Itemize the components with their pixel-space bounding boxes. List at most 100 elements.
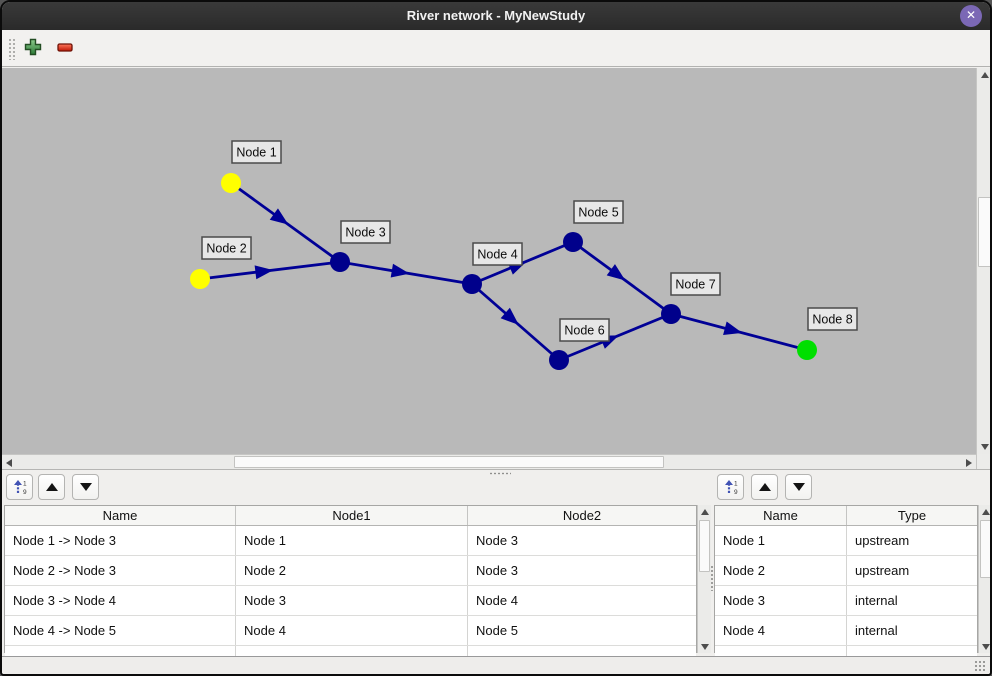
nodes-table-scroll-thumb[interactable] <box>980 520 990 578</box>
svg-text:Node 2: Node 2 <box>206 242 246 256</box>
table-row[interactable]: Node 1 upstream <box>715 526 977 556</box>
window-title: River network - MyNewStudy <box>406 8 586 23</box>
scroll-down-button[interactable] <box>979 640 990 653</box>
svg-text:Node 5: Node 5 <box>578 206 618 220</box>
links-table-vscrollbar[interactable] <box>697 505 711 653</box>
network-node[interactable] <box>190 269 210 289</box>
node-label: Node 2 <box>201 236 252 260</box>
canvas-hscrollbar[interactable] <box>2 454 976 469</box>
edge-arrow-icon <box>723 321 743 336</box>
add-link-button[interactable] <box>23 37 43 57</box>
table-cell[interactable]: Node 3 <box>476 533 518 548</box>
table-cell[interactable]: internal <box>855 623 898 638</box>
network-node[interactable] <box>661 304 681 324</box>
table-cell[interactable]: Node 5 <box>476 623 518 638</box>
window-resize-grip[interactable] <box>974 660 986 672</box>
table-cell[interactable]: internal <box>855 593 898 608</box>
network-node[interactable] <box>797 340 817 360</box>
triangle-down-icon <box>981 444 989 450</box>
scrollbar-corner <box>976 454 990 469</box>
table-cell[interactable]: Node 3 -> Node 4 <box>5 586 236 615</box>
scroll-down-button[interactable] <box>977 440 990 454</box>
column-header[interactable]: Node1 <box>236 506 468 525</box>
node-label: Node 1 <box>231 140 282 164</box>
table-row[interactable]: Node 2 upstream <box>715 556 977 586</box>
network-node[interactable] <box>221 173 241 193</box>
nodes-move-up-button[interactable] <box>751 474 778 500</box>
triangle-up-icon <box>981 72 989 78</box>
table-cell[interactable]: Node 3 <box>236 586 468 615</box>
table-cell[interactable]: Node 2 -> Node 3 <box>5 556 236 585</box>
links-move-up-button[interactable] <box>38 474 65 500</box>
node-label: Node 7 <box>670 272 721 296</box>
table-cell[interactable]: upstream <box>855 563 910 578</box>
table-cell[interactable]: Node 4 -> Node 5 <box>5 616 236 645</box>
column-header[interactable]: Node2 <box>562 508 602 523</box>
edge-arrow-icon <box>254 265 274 280</box>
scroll-up-button[interactable] <box>698 505 712 518</box>
edge-arrow-icon <box>269 208 289 225</box>
network-node[interactable] <box>549 350 569 370</box>
toolbar-grip[interactable] <box>8 38 16 60</box>
table-cell[interactable]: Node 1 <box>236 526 468 555</box>
scroll-left-button[interactable] <box>2 455 16 470</box>
panel-splitter-grip[interactable] <box>710 565 714 591</box>
remove-link-button[interactable] <box>55 37 75 57</box>
table-cell[interactable]: Node 1 -> Node 3 <box>5 526 236 555</box>
splitter-grip[interactable] <box>489 472 511 475</box>
table-cell[interactable]: Node 4 <box>476 593 518 608</box>
triangle-up-icon <box>982 508 990 515</box>
table-cell[interactable]: Node 2 <box>236 556 468 585</box>
minus-icon <box>57 43 73 52</box>
column-header[interactable]: Name <box>5 506 236 525</box>
svg-text:Node 6: Node 6 <box>564 324 604 338</box>
node-label: Node 6 <box>559 318 610 342</box>
network-node[interactable] <box>330 252 350 272</box>
links-move-down-button[interactable] <box>72 474 99 500</box>
nodes-move-down-button[interactable] <box>785 474 812 500</box>
nodes-sort-button[interactable]: 1 9 <box>717 474 744 500</box>
scroll-up-button[interactable] <box>977 68 990 82</box>
table-row[interactable]: Node 4 internal <box>715 616 977 646</box>
close-button[interactable]: ✕ <box>960 5 982 27</box>
scroll-down-button[interactable] <box>698 640 712 653</box>
network-node[interactable] <box>563 232 583 252</box>
network-node[interactable] <box>462 274 482 294</box>
links-table-scroll-thumb[interactable] <box>699 520 710 572</box>
plus-icon <box>24 38 42 56</box>
pane-splitter[interactable] <box>2 469 990 475</box>
canvas-hscroll-thumb[interactable] <box>234 456 664 468</box>
links-sort-button[interactable]: 1 9 <box>6 474 33 500</box>
table-cell[interactable]: Node 1 <box>715 526 847 555</box>
canvas-vscroll-thumb[interactable] <box>978 197 990 267</box>
edge-arrow-icon <box>500 307 519 325</box>
column-header[interactable]: Name <box>715 506 847 525</box>
nodes-table-vscrollbar[interactable] <box>978 505 990 653</box>
table-cell[interactable]: Node 3 <box>476 563 518 578</box>
svg-text:Node 7: Node 7 <box>675 278 715 292</box>
scroll-up-button[interactable] <box>979 505 990 518</box>
table-cell[interactable]: Node 2 <box>715 556 847 585</box>
table-cell[interactable]: Node 4 <box>236 616 468 645</box>
canvas-vscrollbar[interactable] <box>976 68 990 454</box>
scroll-right-button[interactable] <box>962 455 976 470</box>
close-icon: ✕ <box>965 8 977 22</box>
table-cell[interactable]: Node 3 <box>715 586 847 615</box>
table-cell[interactable]: Node 4 <box>715 616 847 645</box>
table-row[interactable]: Node 3 internal <box>715 586 977 616</box>
triangle-down-icon <box>701 643 709 650</box>
triangle-up-icon <box>701 508 709 515</box>
column-header[interactable]: Type <box>897 508 927 523</box>
svg-text:9: 9 <box>23 489 27 495</box>
status-bar <box>2 656 990 674</box>
table-cell[interactable]: upstream <box>855 533 910 548</box>
